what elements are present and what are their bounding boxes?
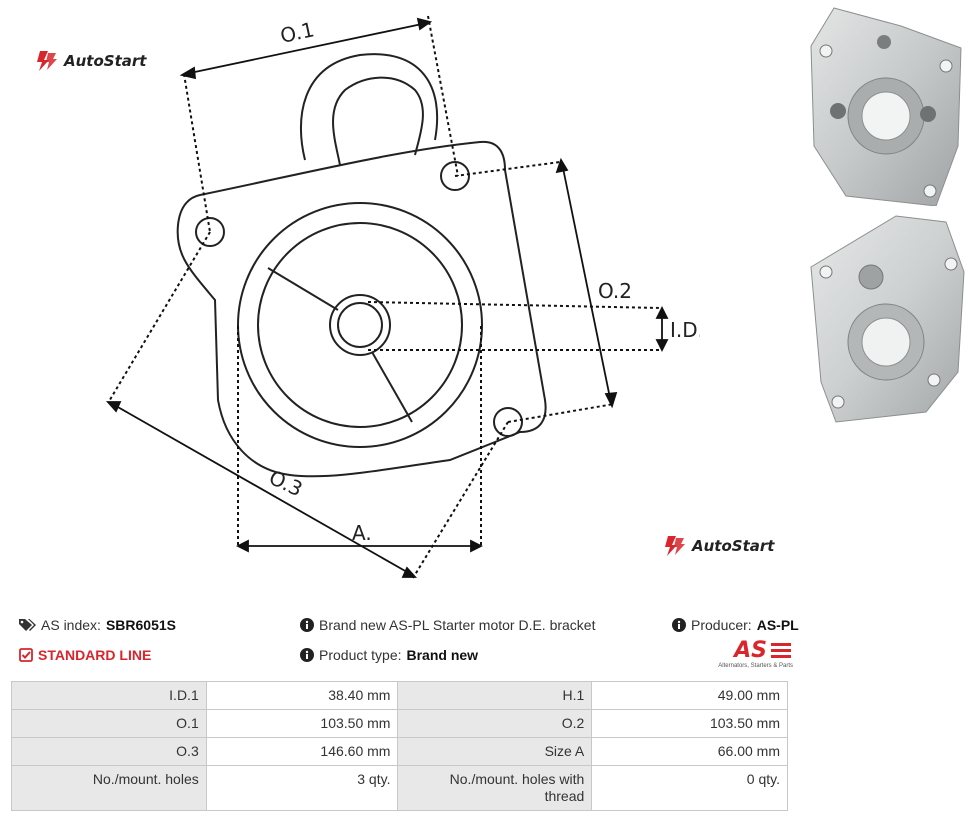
label-o1: O.1 [278,17,316,48]
table-row: O.3 146.60 mm Size A 66.00 mm [11,737,788,766]
info-circle-icon [672,618,686,632]
producer-label: Producer: [691,617,752,633]
spec-label: O.3 [11,737,207,766]
brand-name: AutoStart [692,537,775,555]
label-a: A. [352,521,372,545]
label-o2: O.2 [598,279,632,303]
as-index-value: SBR6051S [105,617,176,633]
spec-value: 146.60 mm [205,737,399,766]
spec-label: O.2 [397,709,593,738]
spec-label: No./mount. holes [11,765,207,811]
spec-label: Size A [397,737,593,766]
product-type-label: Product type: [319,647,402,663]
spec-value: 103.50 mm [591,709,788,738]
autostart-logo-top: AutoStart [36,51,146,71]
product-type-info: Product type: Brand new [300,647,478,663]
spec-value: 66.00 mm [591,737,788,766]
standard-line-label: STANDARD LINE [38,647,152,663]
spec-label: H.1 [397,681,593,710]
spec-label: I.D.1 [11,681,207,710]
spec-value: 38.40 mm [205,681,399,710]
spec-value: 103.50 mm [205,709,399,738]
product-type-value: Brand new [406,647,479,663]
check-square-icon [19,648,33,662]
as-pl-tagline: Alternators, Starters & Parts [718,663,793,669]
label-id1: I.D.1 [670,318,700,342]
spec-value: 3 qty. [205,765,399,811]
as-index-label: AS index: [41,617,101,633]
product-description: Brand new AS-PL Starter motor D.E. brack… [319,617,596,633]
spec-label: No./mount. holes with thread [397,765,593,811]
as-index-info: AS index: SBR6051S [19,617,176,633]
table-row: O.1 103.50 mm O.2 103.50 mm [11,709,788,738]
spec-value: 0 qty. [591,765,788,811]
spec-value: 49.00 mm [591,681,788,710]
producer-info: Producer: AS-PL [672,617,799,633]
info-circle-icon [300,618,314,632]
table-row: I.D.1 38.40 mm H.1 49.00 mm [11,681,788,710]
info-circle-icon [300,648,314,662]
table-row: No./mount. holes 3 qty. No./mount. holes… [11,765,788,811]
product-photo-front[interactable] [806,6,966,206]
technical-drawing: O.1 O.2 O.3 I.D.1 A. [105,15,700,579]
as-pl-logo-text: AS [734,638,767,663]
description-info: Brand new AS-PL Starter motor D.E. brack… [300,617,596,633]
autostart-logo-icon [665,536,685,556]
as-pl-stripes-icon [771,643,791,658]
autostart-logo-bottom: AutoStart [664,536,774,556]
as-pl-logo: AS Alternators, Starters & Parts [717,638,793,670]
brand-name: AutoStart [64,52,147,70]
spec-label: O.1 [11,709,207,738]
autostart-logo-icon [37,51,57,71]
spec-table: I.D.1 38.40 mm H.1 49.00 mm O.1 103.50 m… [11,681,788,811]
standard-line-badge: STANDARD LINE [19,647,151,663]
product-photo-back[interactable] [806,212,966,424]
producer-value: AS-PL [756,617,799,633]
tag-icon [19,619,36,631]
